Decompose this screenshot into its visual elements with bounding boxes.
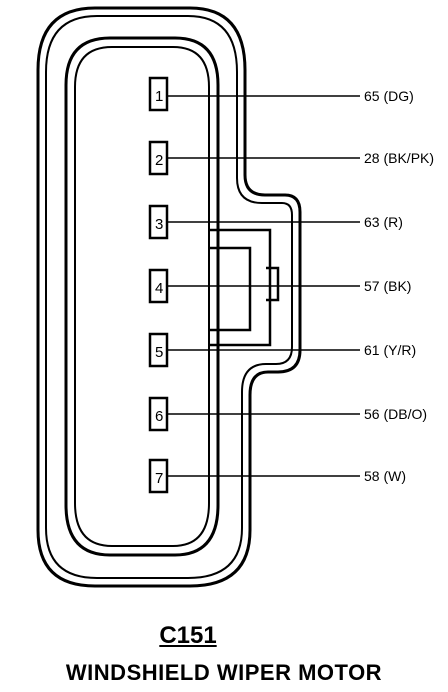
- circuit-label-5: 61 (Y/R): [364, 342, 416, 358]
- connector-cavity: [64, 36, 220, 557]
- latch-tab: [266, 266, 280, 302]
- circuit-label-2: 28 (BK/PK): [364, 150, 434, 166]
- pin-number-5: 5: [155, 344, 163, 361]
- connector-housing-outer: [36, 6, 302, 588]
- pin-number-4: 4: [155, 280, 163, 297]
- pin-number-2: 2: [155, 152, 163, 169]
- locking-tab-outer: [210, 228, 272, 347]
- pin-boxes: [148, 76, 169, 494]
- circuit-label-1: 65 (DG): [364, 88, 414, 104]
- component-name: WINDSHIELD WIPER MOTOR: [65, 660, 383, 685]
- connector-housing-outer-inner-line: [45, 15, 293, 579]
- connector-cavity-inner-line: [74, 46, 210, 547]
- pin-box-1: [148, 76, 169, 112]
- pin-number-7: 7: [155, 470, 163, 487]
- connector-id: C151: [159, 622, 217, 649]
- pin-number-6: 6: [155, 408, 163, 425]
- circuit-label-3: 63 (R): [364, 214, 403, 230]
- circuit-label-4: 57 (BK): [364, 278, 411, 294]
- pin-number-1: 1: [155, 88, 163, 105]
- circuit-labels: 65 (DG) 28 (BK/PK) 63 (R) 57 (BK) 61 (Y/…: [364, 88, 434, 484]
- pin-number-3: 3: [155, 216, 163, 233]
- circuit-label-7: 58 (W): [364, 468, 406, 484]
- locking-tab-inner: [210, 246, 252, 332]
- pin-numbers: 1 2 3 4 5 6 7: [155, 88, 163, 487]
- leader-lines: [167, 95, 360, 477]
- circuit-label-6: 56 (DB/O): [364, 406, 427, 422]
